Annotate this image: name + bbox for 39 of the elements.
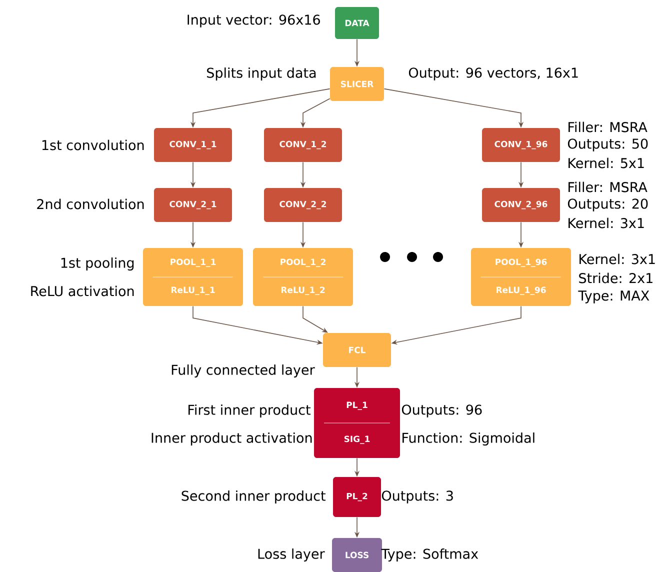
layer-caption: Outputs: 50 — [568, 138, 648, 152]
layer-caption: Splits input data — [207, 67, 316, 81]
layer-caption: Outputs: 96 — [402, 404, 482, 418]
layer-box: POOL_1_96 ReLU_1_96 — [471, 248, 571, 306]
layer-caption: Kernel: 5x1 — [568, 158, 644, 168]
layer-caption: Output: 96 vectors, 16x1 — [408, 68, 578, 80]
slicer-box: SLICER — [330, 67, 384, 101]
layer-box: POOL_1_1 ReLU_1_1 — [143, 248, 243, 306]
layer-caption: Outputs: 3 — [382, 490, 453, 504]
layer-caption: Fully connected layer — [172, 364, 315, 378]
layer-caption: Input vector: 96x16 — [188, 14, 320, 28]
layer-caption: Kernel: 3x1 — [568, 218, 644, 228]
layer-box: PL_1 SIG_1 — [314, 388, 400, 458]
layer-box: CONV_2_2 — [264, 188, 342, 222]
layer-box: POOL_1_2 ReLU_1_2 — [253, 248, 353, 306]
layer-box: CONV_2_1 — [154, 188, 232, 222]
layer-caption: ReLU activation — [31, 286, 134, 296]
data-box: DATA — [335, 7, 379, 39]
layer-caption: Outputs: 20 — [568, 198, 648, 212]
layer-box: CONV_2_96 — [482, 188, 560, 222]
layer-box: CONV_1_96 — [482, 128, 560, 162]
layer-caption: Stride: 2x1 — [579, 272, 652, 284]
layer-caption: Second inner product — [182, 490, 326, 504]
layer-caption: First inner product — [188, 404, 310, 418]
layer-caption: Function: Sigmoidal — [402, 432, 534, 446]
layer-caption: Loss layer — [258, 548, 325, 562]
layer-caption: Filler: MSRA — [568, 182, 648, 192]
layer-caption: Inner product activation — [152, 432, 312, 446]
layer-box: FCL — [323, 333, 391, 367]
layer-caption: Kernel: 3x1 — [580, 254, 655, 264]
loss-box: LOSS — [332, 538, 382, 572]
layer-box: PL_2 — [333, 477, 381, 517]
layer-box: CONV_1_2 — [264, 128, 342, 162]
layer-caption: Type: MAX — [578, 290, 650, 304]
layer-box: CONV_1_1 — [154, 128, 232, 162]
layer-caption: 2nd convolution — [37, 198, 144, 210]
layer-caption: 1st pooling — [61, 257, 134, 271]
layer-caption: 1st convolution — [42, 140, 144, 150]
layer-caption: Filler: MSRA — [568, 122, 648, 132]
